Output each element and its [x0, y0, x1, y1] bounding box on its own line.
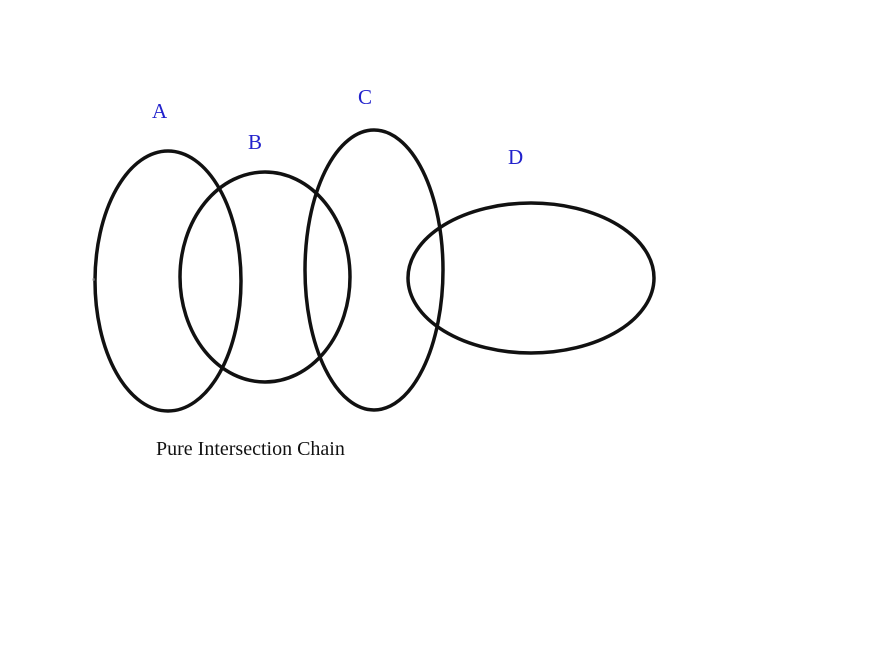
diagram-caption: Pure Intersection Chain	[156, 438, 345, 460]
set-ellipse-a	[93, 149, 243, 413]
stray-dot	[92, 278, 95, 281]
set-ellipse-d	[406, 201, 656, 355]
set-ellipse-c	[303, 128, 445, 412]
set-label-c: C	[358, 85, 373, 109]
set-ellipse-b	[178, 170, 352, 384]
set-label-b: B	[248, 130, 263, 154]
set-label-d: D	[508, 145, 524, 169]
set-label-a: A	[152, 99, 168, 123]
